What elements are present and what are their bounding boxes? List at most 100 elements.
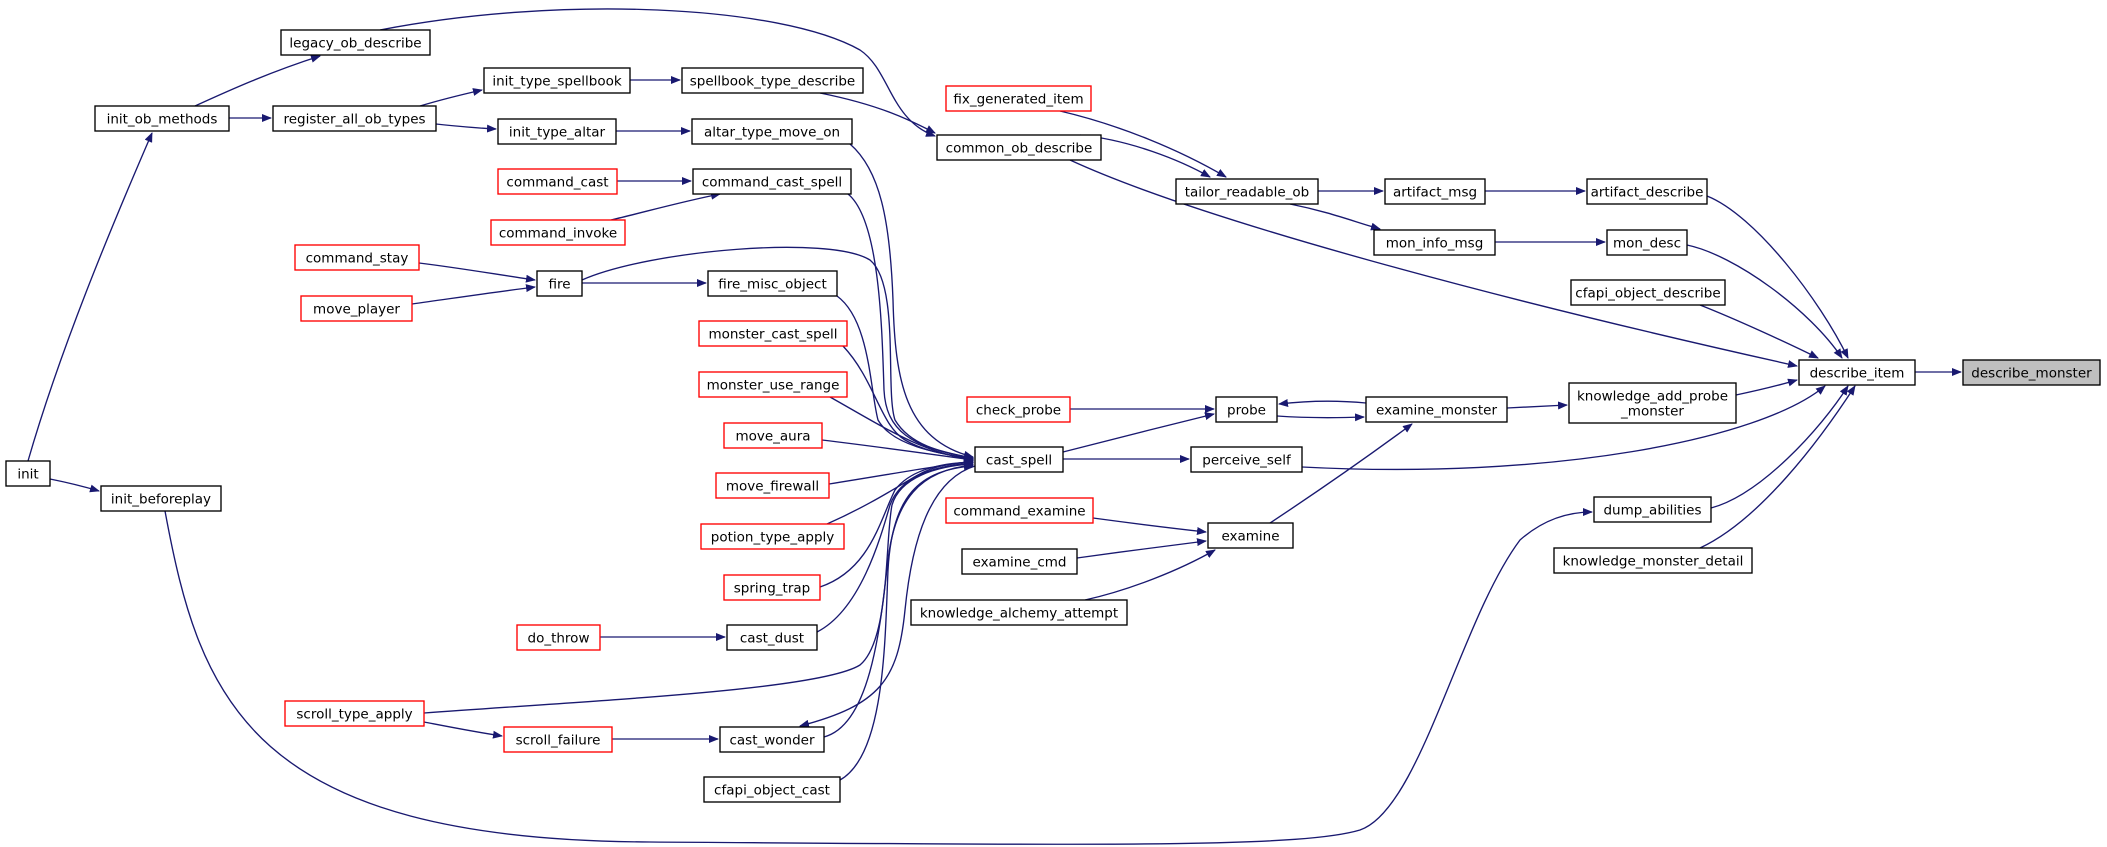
node-box[interactable]	[1570, 279, 1726, 306]
node-common-ob-describe[interactable]: common_ob_describe	[936, 134, 1102, 161]
node-box[interactable]	[1553, 547, 1753, 574]
node-box[interactable]	[5, 460, 51, 487]
node-box[interactable]	[681, 67, 864, 94]
node-box[interactable]	[1190, 446, 1303, 473]
node-box[interactable]	[284, 700, 425, 727]
node-box[interactable]	[691, 118, 853, 145]
node-perceive-self[interactable]: perceive_self	[1190, 446, 1303, 473]
node-box[interactable]	[100, 485, 222, 512]
node-box[interactable]	[723, 574, 821, 601]
node-cfapi-object-describe[interactable]: cfapi_object_describe	[1570, 279, 1726, 306]
node-box[interactable]	[1606, 229, 1688, 256]
node-box[interactable]	[516, 624, 601, 651]
node-box[interactable]	[294, 244, 420, 271]
node-check-probe[interactable]: check_probe	[966, 396, 1071, 423]
node-box[interactable]	[719, 726, 825, 753]
node-cfapi-object-cast[interactable]: cfapi_object_cast	[703, 776, 841, 803]
node-artifact-msg[interactable]: artifact_msg	[1384, 178, 1486, 205]
node-artifact-describe[interactable]: artifact_describe	[1586, 178, 1708, 205]
node-box[interactable]	[272, 105, 437, 132]
node-box[interactable]	[497, 118, 617, 145]
node-box[interactable]	[1593, 496, 1712, 523]
node-box[interactable]	[1384, 178, 1486, 205]
node-init-type-altar[interactable]: init_type_altar	[497, 118, 617, 145]
node-command-cast[interactable]: command_cast	[497, 168, 618, 195]
node-box[interactable]	[945, 497, 1094, 524]
node-box[interactable]	[723, 422, 823, 449]
node-box[interactable]	[536, 270, 583, 297]
node-box[interactable]	[936, 134, 1102, 161]
node-box[interactable]	[94, 105, 230, 132]
node-knowledge-monster-detail[interactable]: knowledge_monster_detail	[1553, 547, 1753, 574]
node-probe[interactable]: probe	[1215, 396, 1278, 423]
node-cast-wonder[interactable]: cast_wonder	[719, 726, 825, 753]
node-monster-cast-spell[interactable]: monster_cast_spell	[698, 320, 848, 347]
node-move-firewall[interactable]: move_firewall	[715, 472, 830, 499]
node-box[interactable]	[961, 548, 1078, 575]
node-box[interactable]	[1586, 178, 1708, 205]
node-examine-cmd[interactable]: examine_cmd	[961, 548, 1078, 575]
node-box[interactable]	[715, 472, 830, 499]
node-box[interactable]	[1373, 229, 1496, 256]
node-box[interactable]	[726, 624, 818, 651]
node-mon-info-msg[interactable]: mon_info_msg	[1373, 229, 1496, 256]
node-command-invoke[interactable]: command_invoke	[490, 219, 626, 246]
node-describe-item[interactable]: describe_item	[1798, 359, 1916, 386]
node-box[interactable]	[945, 85, 1092, 112]
node-scroll-type-apply[interactable]: scroll_type_apply	[284, 700, 425, 727]
node-mon-desc[interactable]: mon_desc	[1606, 229, 1688, 256]
node-potion-type-apply[interactable]: potion_type_apply	[700, 523, 845, 550]
node-fire[interactable]: fire	[536, 270, 583, 297]
node-init-beforeplay[interactable]: init_beforeplay	[100, 485, 222, 512]
node-box[interactable]	[1962, 359, 2101, 386]
node-examine-monster[interactable]: examine_monster	[1365, 396, 1508, 423]
node-do-throw[interactable]: do_throw	[516, 624, 601, 651]
node-box[interactable]	[497, 168, 618, 195]
node-box[interactable]	[698, 371, 848, 398]
node-box[interactable]	[974, 446, 1064, 473]
node-box[interactable]	[280, 29, 431, 56]
node-command-stay[interactable]: command_stay	[294, 244, 420, 271]
node-box[interactable]	[490, 219, 626, 246]
node-box[interactable]	[503, 726, 613, 753]
node-box[interactable]	[707, 270, 838, 297]
node-tailor-readable-ob[interactable]: tailor_readable_ob	[1175, 178, 1319, 205]
node-fix-generated-item[interactable]: fix_generated_item	[945, 85, 1092, 112]
node-command-cast-spell[interactable]: command_cast_spell	[692, 168, 852, 195]
node-box[interactable]	[910, 599, 1128, 626]
node-altar-type-move-on[interactable]: altar_type_move_on	[691, 118, 853, 145]
node-box[interactable]	[483, 67, 631, 94]
node-box[interactable]	[703, 776, 841, 803]
node-legacy-ob-describe[interactable]: legacy_ob_describe	[280, 29, 431, 56]
node-scroll-failure[interactable]: scroll_failure	[503, 726, 613, 753]
node-register-all-ob-types[interactable]: register_all_ob_types	[272, 105, 437, 132]
node-knowledge-alchemy-attempt[interactable]: knowledge_alchemy_attempt	[910, 599, 1128, 626]
node-init-type-spellbook[interactable]: init_type_spellbook	[483, 67, 631, 94]
node-box[interactable]	[1365, 396, 1508, 423]
node-box[interactable]	[1798, 359, 1916, 386]
node-box[interactable]	[700, 523, 845, 550]
node-command-examine[interactable]: command_examine	[945, 497, 1094, 524]
node-move-player[interactable]: move_player	[300, 295, 413, 322]
node-box[interactable]	[1175, 178, 1319, 205]
node-knowledge-add-probe-monster[interactable]: knowledge_add_probe_monster	[1568, 382, 1737, 424]
node-box[interactable]	[698, 320, 848, 347]
node-box[interactable]	[1207, 522, 1294, 549]
node-cast-dust[interactable]: cast_dust	[726, 624, 818, 651]
node-spring-trap[interactable]: spring_trap	[723, 574, 821, 601]
node-monster-use-range[interactable]: monster_use_range	[698, 371, 848, 398]
node-describe-monster[interactable]: describe_monster	[1962, 359, 2101, 386]
node-box[interactable]	[692, 168, 852, 195]
node-fire-misc-object[interactable]: fire_misc_object	[707, 270, 838, 297]
node-init[interactable]: init	[5, 460, 51, 487]
node-init-ob-methods[interactable]: init_ob_methods	[94, 105, 230, 132]
node-dump-abilities[interactable]: dump_abilities	[1593, 496, 1712, 523]
node-box[interactable]	[966, 396, 1071, 423]
node-spellbook-type-describe[interactable]: spellbook_type_describe	[681, 67, 864, 94]
node-box[interactable]	[300, 295, 413, 322]
node-box[interactable]	[1215, 396, 1278, 423]
node-examine[interactable]: examine	[1207, 522, 1294, 549]
node-move-aura[interactable]: move_aura	[723, 422, 823, 449]
node-cast-spell[interactable]: cast_spell	[974, 446, 1064, 473]
node-box[interactable]	[1568, 382, 1737, 424]
